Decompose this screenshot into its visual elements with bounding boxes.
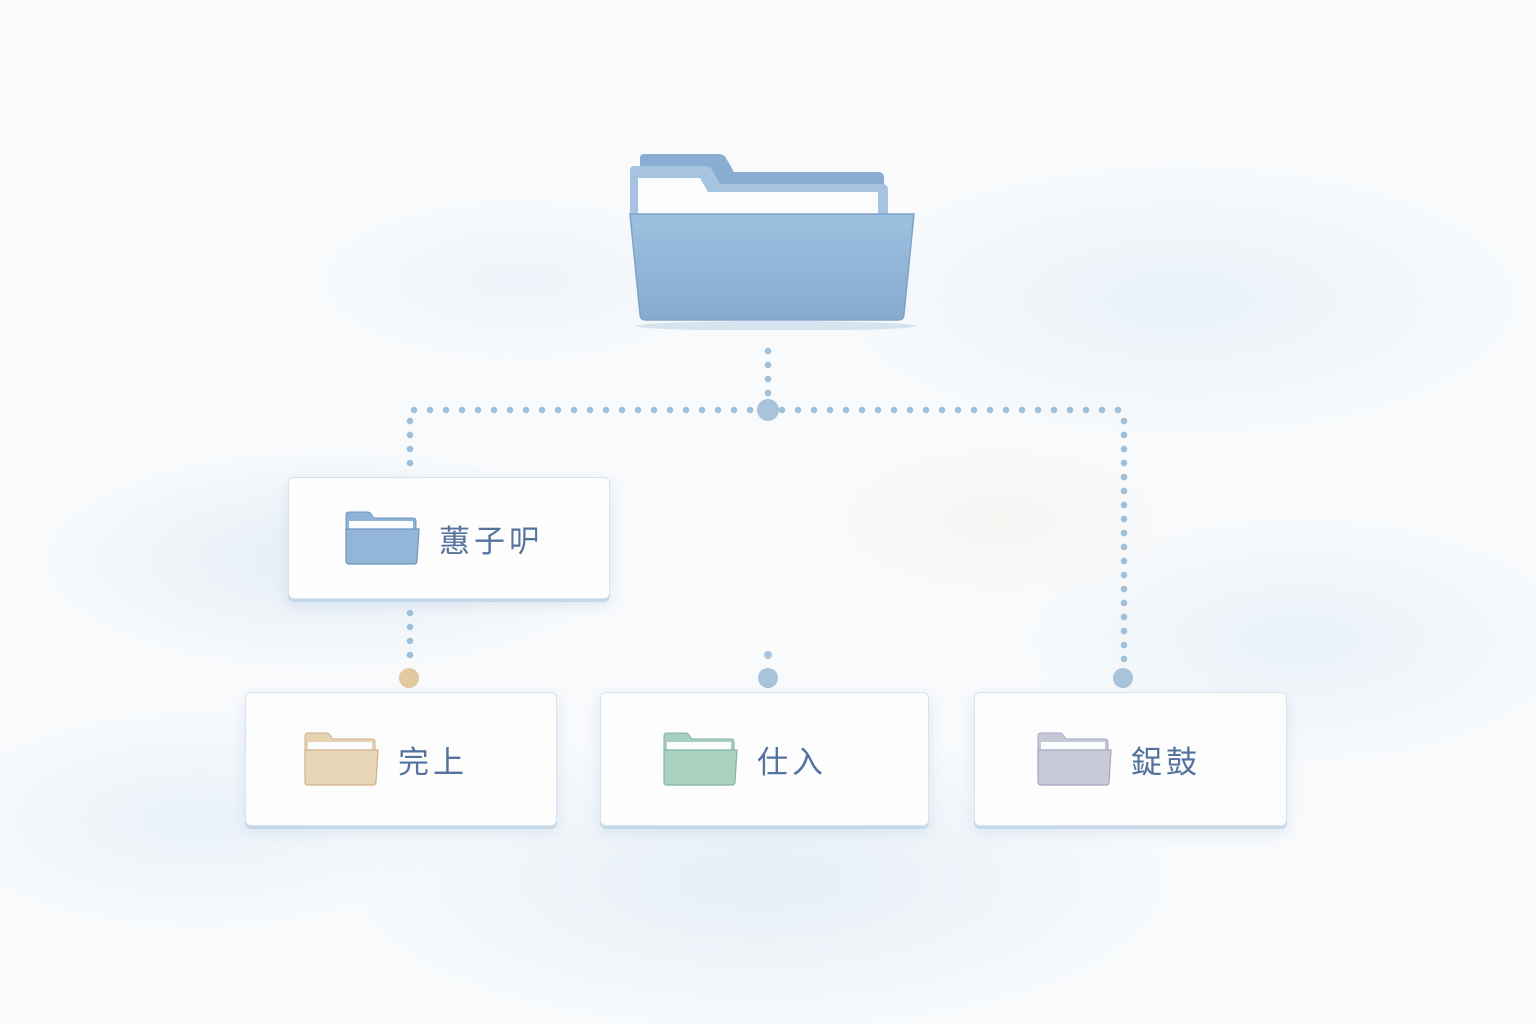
folder-icon xyxy=(345,511,420,565)
root-folder-icon[interactable] xyxy=(626,150,918,330)
connector-left-down xyxy=(406,414,414,466)
folder-card-child-1[interactable]: 蕙子㕧 xyxy=(288,477,610,599)
folder-icon xyxy=(1037,732,1112,786)
folder-label: 蕙子㕧 xyxy=(439,523,544,560)
junction-node xyxy=(757,399,779,421)
folder-card-child-2[interactable]: 仕入 xyxy=(600,692,929,826)
folder-card-child-3[interactable]: 鋜鼓 xyxy=(974,692,1287,826)
node-dot-child-1-1 xyxy=(399,668,419,688)
folder-icon xyxy=(304,732,379,786)
connector-child1-down xyxy=(406,606,414,664)
node-dot-child-2 xyxy=(758,668,778,688)
connector-right-down xyxy=(1120,414,1128,668)
node-dot-child-3 xyxy=(1113,668,1133,688)
folder-label: 仕入 xyxy=(757,744,827,781)
folder-label: 鋜鼓 xyxy=(1131,744,1201,781)
folder-card-child-1-1[interactable]: 完上 xyxy=(245,692,557,826)
connector-dot-small xyxy=(764,651,772,659)
folder-label: 完上 xyxy=(398,744,468,781)
connector-root-down xyxy=(764,344,772,404)
folder-icon xyxy=(663,732,738,786)
